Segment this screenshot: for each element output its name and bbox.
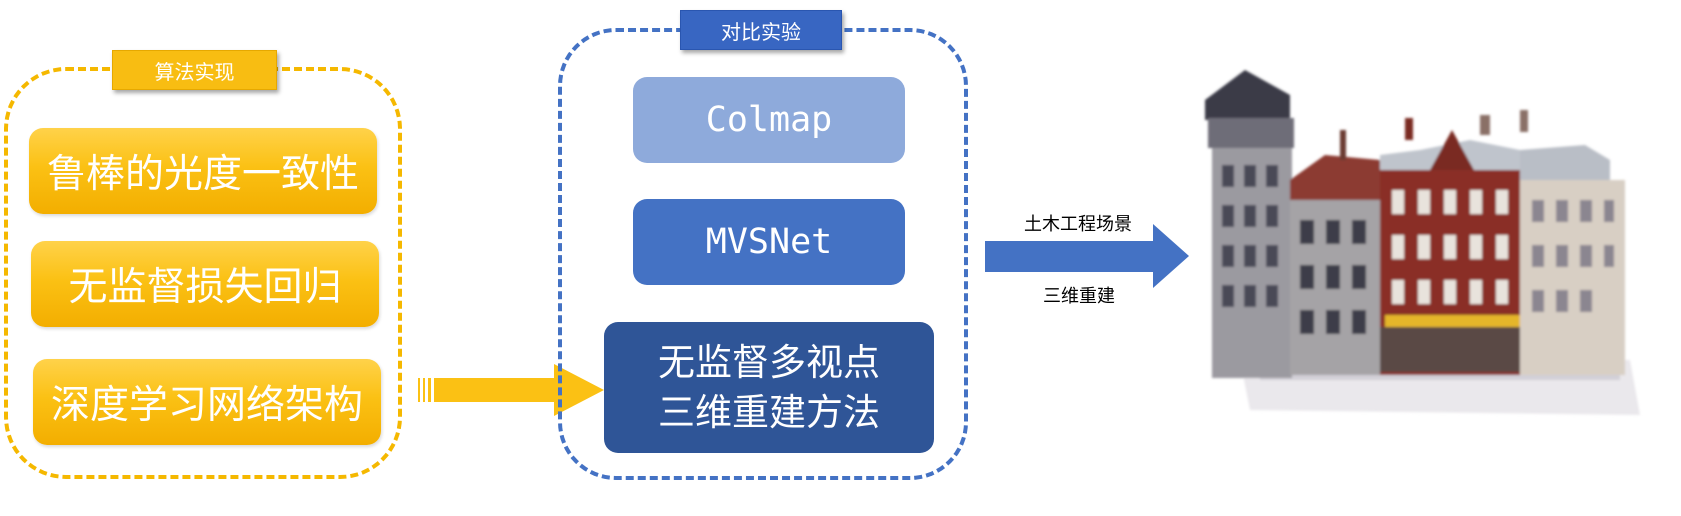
- colmap-box: Colmap: [633, 77, 905, 163]
- robust-photometric-consistency-box: 鲁棒的光度一致性: [29, 128, 377, 214]
- unsupervised-mvs-method-box: 无监督多视点 三维重建方法: [604, 322, 934, 453]
- algorithm-group-tag: 算法实现: [112, 50, 277, 90]
- building-point-cloud-icon: [1205, 70, 1640, 415]
- comparison-group-tag: 对比实验: [680, 10, 842, 50]
- deep-network-architecture-box: 深度学习网络架构: [33, 359, 381, 445]
- blue-arrow-icon: [985, 224, 1189, 288]
- mvsnet-box: MVSNet: [633, 199, 905, 285]
- unsupervised-loss-box: 无监督损失回归: [31, 241, 379, 327]
- arrow-caption-top: 土木工程场景: [1024, 214, 1132, 235]
- arrow-caption-bottom: 三维重建: [1043, 286, 1115, 307]
- yellow-arrow-icon: [418, 364, 604, 416]
- method-line-1: 无监督多视点: [658, 340, 880, 384]
- method-line-2: 三维重建方法: [658, 390, 880, 434]
